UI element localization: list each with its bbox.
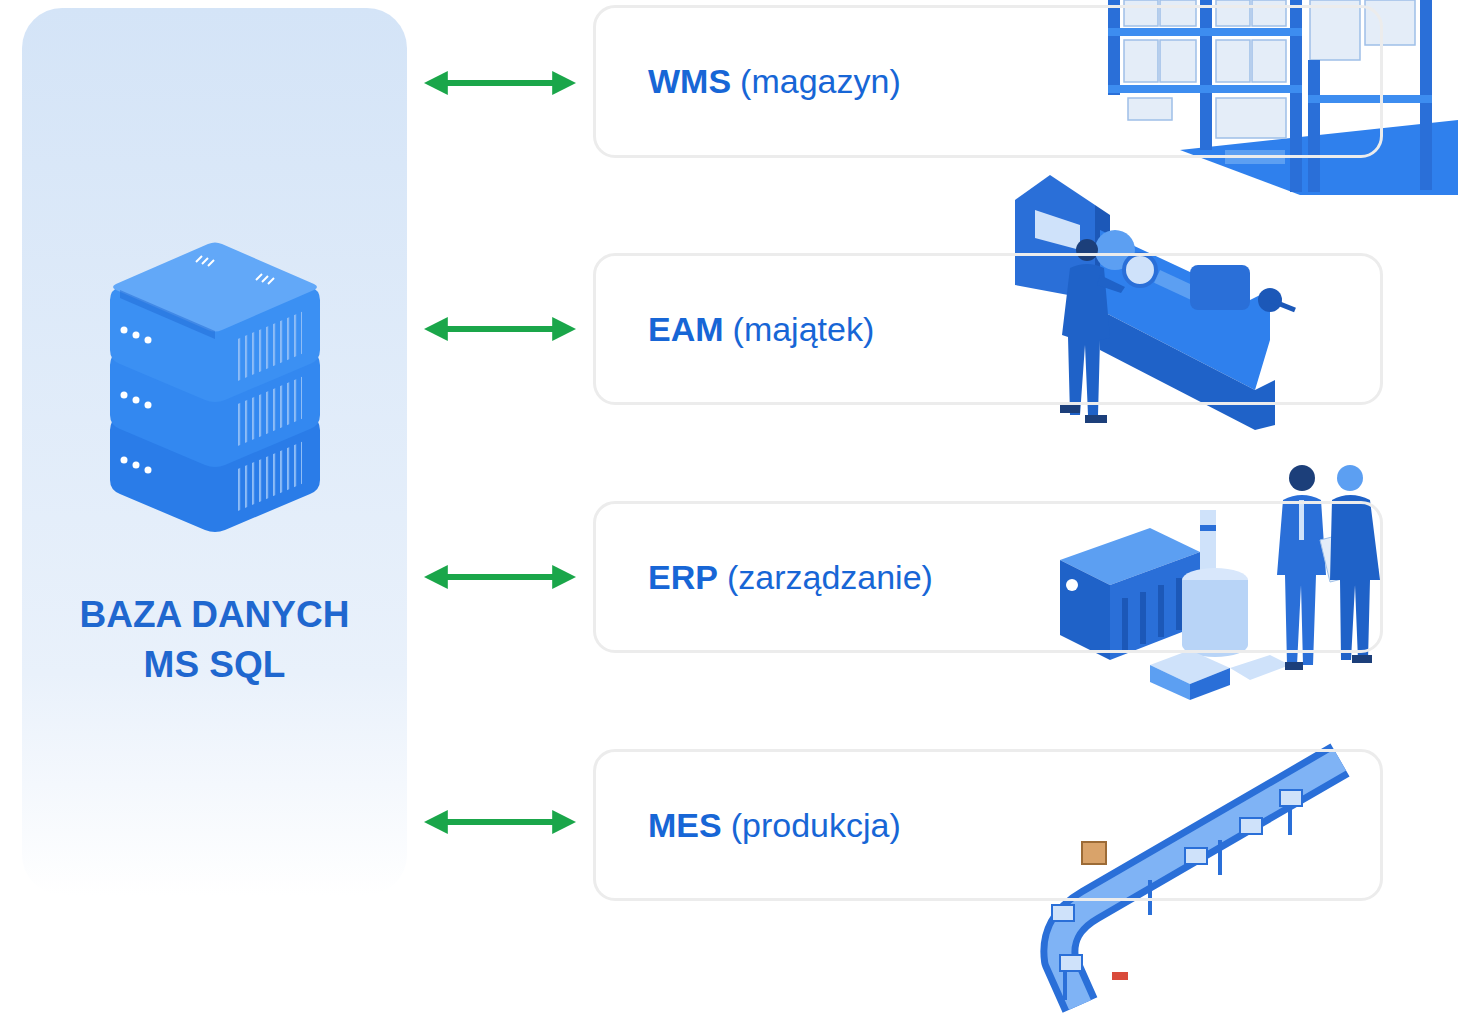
people-figures <box>1277 465 1380 670</box>
server-icon <box>110 243 320 533</box>
factory <box>1060 510 1290 700</box>
system-description: (zarządzanie) <box>727 558 933 597</box>
panel-title: BAZA DANYCH MS SQL <box>70 590 360 690</box>
system-box: EAM(majątek) <box>593 253 1383 405</box>
bidirectional-arrow <box>431 80 569 86</box>
conveyor-belt <box>1052 760 1340 1005</box>
system-acronym: MES <box>648 806 722 845</box>
system-box: WMS(magazyn) <box>593 5 1383 158</box>
system-box: MES(produkcja) <box>593 749 1383 901</box>
system-acronym: WMS <box>648 62 731 101</box>
bidirectional-arrow <box>431 574 569 580</box>
system-description: (magazyn) <box>740 62 901 101</box>
system-acronym: ERP <box>648 558 718 597</box>
bidirectional-arrow <box>431 819 569 825</box>
panel-ground <box>22 8 407 895</box>
system-description: (majątek) <box>733 310 875 349</box>
system-description: (produkcja) <box>731 806 901 845</box>
lathe-machine <box>1015 175 1295 430</box>
database-panel: BAZA DANYCH MS SQL <box>22 8 407 895</box>
system-acronym: EAM <box>648 310 724 349</box>
warehouse-racks <box>1108 0 1458 195</box>
system-box: ERP(zarządzanie) <box>593 501 1383 653</box>
bidirectional-arrow <box>431 326 569 332</box>
operator-figure <box>1060 239 1125 423</box>
